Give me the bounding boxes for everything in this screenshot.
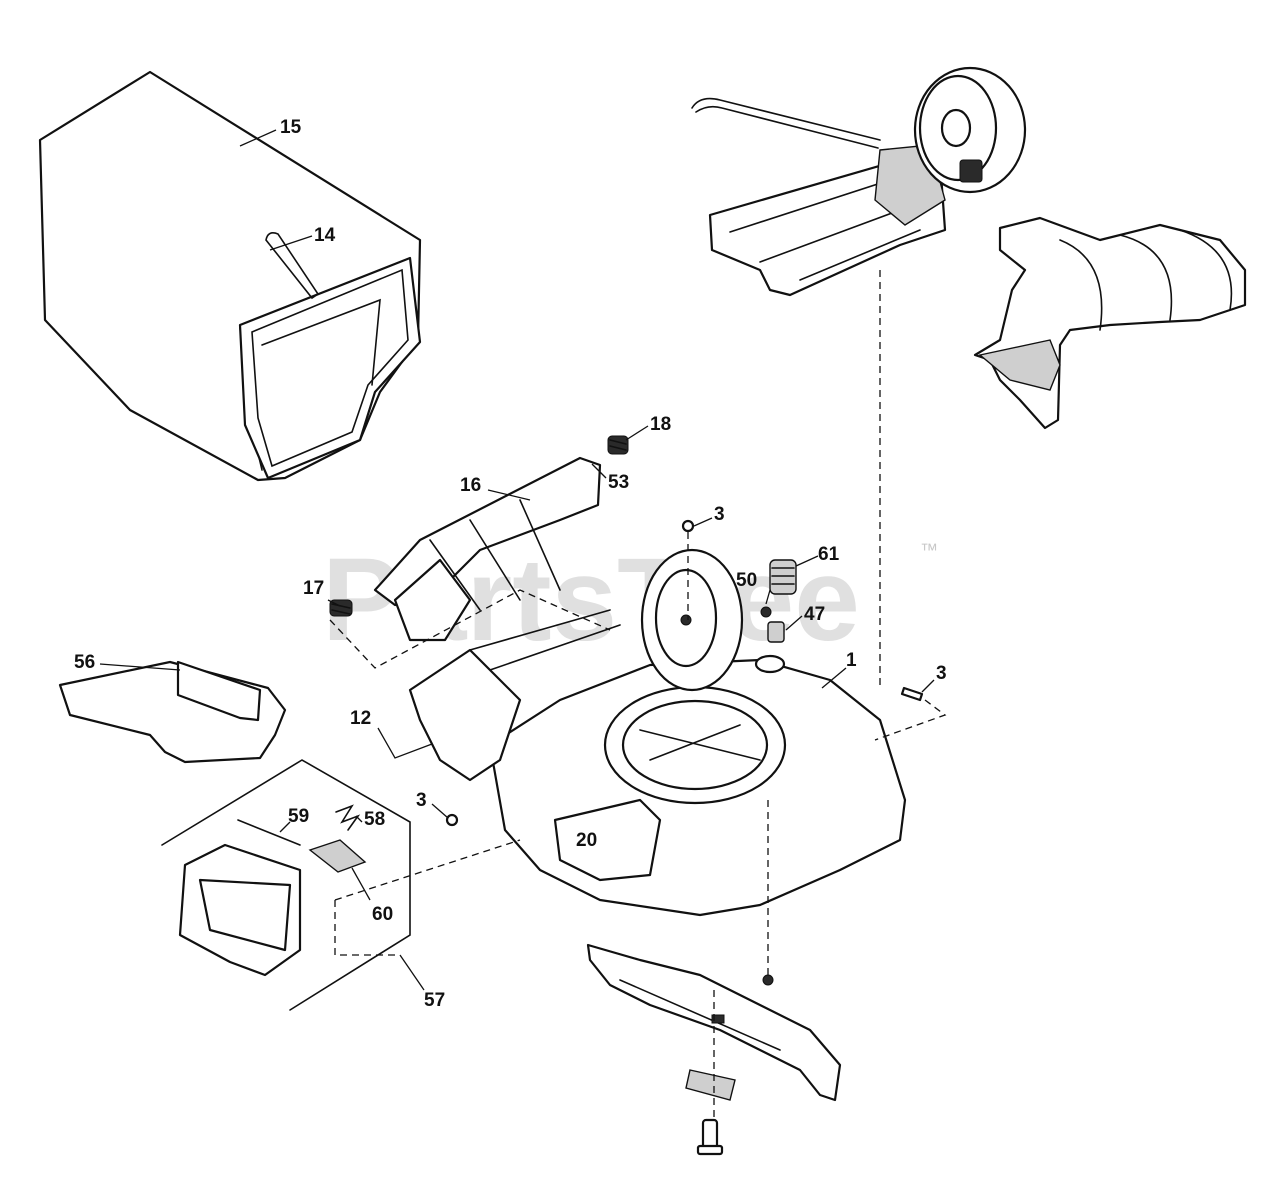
part-3-bolt-right[interactable] (900, 686, 924, 702)
callout-61: 61 (818, 544, 840, 565)
callout-53: 53 (608, 472, 629, 493)
callout-60: 60 (372, 904, 393, 925)
rear-deck-cover[interactable] (973, 216, 1247, 430)
leader-lines (99, 129, 935, 991)
part-3-bolt-top[interactable] (681, 519, 695, 533)
callout-12: 12 (350, 708, 371, 729)
part-50-fastener[interactable] (760, 606, 772, 618)
part-58-spring[interactable] (335, 804, 361, 831)
part-14-bag-handle[interactable] (265, 232, 320, 300)
assembly-line-door (329, 589, 611, 669)
part-56-discharge-chute[interactable] (58, 660, 287, 764)
callout-18: 18 (650, 414, 671, 435)
part-60-bracket[interactable] (308, 839, 367, 873)
part-16-rear-door[interactable] (373, 456, 602, 642)
callout-14: 14 (314, 225, 336, 246)
part-3-bolt-left[interactable] (445, 813, 459, 827)
blade-adapter[interactable] (685, 1069, 736, 1101)
callout-47: 47 (804, 604, 825, 625)
watermark-trademark: ™ (920, 540, 938, 560)
part-47-fitting[interactable] (754, 621, 786, 674)
callout-15: 15 (280, 117, 302, 138)
callout-59: 59 (288, 806, 309, 827)
assembly-line-bolt-right (874, 699, 947, 741)
drive-assembly[interactable] (691, 66, 1027, 297)
callout-50: 50 (736, 570, 757, 591)
callout-3-left: 3 (416, 790, 427, 811)
callout-17: 17 (303, 578, 324, 599)
part-1-mower-deck[interactable] (408, 609, 907, 917)
callout-56: 56 (74, 652, 95, 673)
part-61-height-knob[interactable] (769, 559, 797, 595)
callout-20: 20 (576, 830, 597, 851)
part-12-leader (377, 727, 433, 759)
part-57-mulch-kit[interactable] (161, 759, 411, 1011)
callout-1: 1 (846, 650, 857, 671)
blade-bolt[interactable] (696, 1118, 724, 1156)
deck-nut[interactable] (762, 974, 774, 986)
callout-3-right: 3 (936, 663, 947, 684)
blade[interactable] (586, 943, 842, 1102)
part-59-rod[interactable] (237, 819, 301, 846)
part-18-spring[interactable] (607, 435, 629, 455)
callout-16: 16 (460, 475, 481, 496)
assembly-line-mulch (334, 839, 521, 956)
front-wheel[interactable] (640, 548, 744, 692)
part-15-grass-bag[interactable] (38, 70, 422, 482)
callout-57: 57 (424, 990, 445, 1011)
callout-58: 58 (364, 809, 385, 830)
callout-3-top: 3 (714, 504, 725, 525)
